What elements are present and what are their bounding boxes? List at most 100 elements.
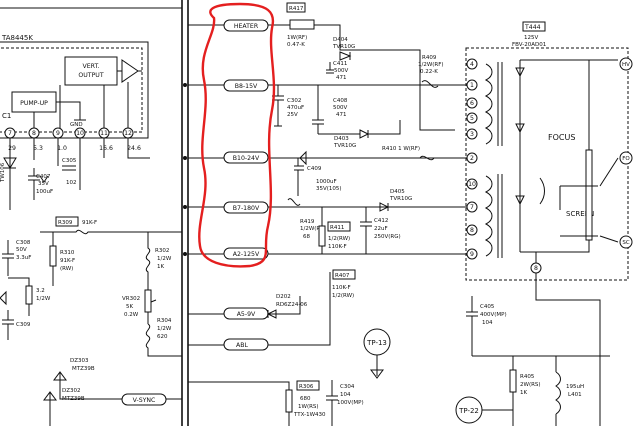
c409-ref: C409 (307, 166, 322, 172)
r405-ref: R405 (520, 374, 535, 380)
r302-val: 1K (157, 264, 164, 270)
flyback-transformer: T444 125V FBV-20AD01 4 1 6 5 3 2 10 7 8 … (465, 21, 633, 301)
pin-volt-5: 24.6 (127, 145, 141, 152)
ic-pin-11-label: 11 (100, 130, 108, 137)
r410-label: R410 1 W(RF) (382, 146, 420, 152)
a2-label: A2-125V (233, 251, 260, 258)
dz303-type: MTZ39B (72, 366, 95, 372)
r310-ref: R310 (60, 250, 75, 256)
b8-label: B8-15V (235, 83, 258, 90)
r419-group: R419 1/2W(RF) 68 (287, 198, 326, 240)
ic-internal-wires (33, 70, 142, 130)
c409-group: C409 1000uF 35V(105) (294, 150, 342, 196)
ic-section: TA8445K VERT. OUTPUT PUMP-UP GND C1 7 8 … (0, 34, 150, 210)
svg-text:2: 2 (470, 155, 474, 162)
ic-pin-9-label: 9 (56, 130, 60, 137)
d403-group: D403 TVR10G (318, 120, 401, 149)
r407-rating: 1/2(RW) (332, 293, 354, 299)
r417-line1: 1W(RF) (287, 35, 307, 41)
tw106-label: TW106 (0, 162, 6, 183)
r302-ref: R302 (155, 248, 169, 254)
c302-group: C302 470uF 25V (272, 85, 304, 127)
lower-left-parts: R309 91K-F C308 50V 3.3uF R310 91K-F (RW… (0, 216, 182, 426)
sc-terminal (619, 235, 633, 249)
c407-diode (39, 175, 49, 183)
lower-right-parts: C405 400V(MP) 104 R405 2W(RS) 1K 195uH L… (455, 296, 610, 426)
d404-ref: D404 (333, 37, 348, 43)
r3xx-body (25, 285, 33, 305)
c408-group: C408 500V 471 (312, 85, 348, 134)
tw106-diode (3, 157, 17, 169)
ic-pin-10-label: 10 (76, 130, 84, 137)
r409-group: R409 1/2W(RF) 0.22-K (418, 55, 444, 88)
d404-type: TVR10G (332, 44, 355, 50)
vert-output-line2: OUTPUT (78, 72, 103, 79)
r409-ref: R409 (422, 55, 437, 61)
r419-rating: 1/2W(RF) (300, 226, 326, 232)
heater-label: HEATER (234, 23, 259, 30)
l401-ref: L401 (568, 392, 582, 398)
c408-volt: 500V (333, 105, 347, 111)
c302-ref: C302 (287, 98, 301, 104)
c412-ref: C412 (374, 218, 388, 224)
t444-ref-box (522, 21, 546, 32)
c308-volt: 50V (16, 247, 27, 253)
r417-body (289, 19, 315, 30)
c405-ref: C405 (480, 304, 495, 310)
r417-group: R417 1W(RF) 0.47-K (286, 2, 455, 131)
c409-volt: 35V(105) (316, 186, 342, 192)
r306-val: 680 (300, 396, 311, 402)
svg-text:3: 3 (470, 131, 474, 138)
r304-rating: 1/2W (157, 326, 172, 332)
r306-ref-box (296, 380, 320, 391)
r411-ref: R411 (330, 225, 344, 231)
pin-volt-3: 1.0 (57, 145, 67, 152)
r302-rating: 1/2W (157, 256, 172, 262)
r410-group: R410 1 W(RF) (382, 146, 435, 161)
c309-ref: C309 (16, 322, 31, 328)
c407-volt: 35V (38, 181, 49, 187)
c407-ref: C407 (36, 174, 51, 180)
c412-volt: 250V(RG) (374, 234, 401, 240)
c411-val: 471 (336, 75, 347, 81)
d404-c411-group: D404 TVR10G C411 500V 471 (326, 37, 355, 81)
svg-text:8: 8 (534, 265, 538, 272)
r417-line2: 0.47-K (287, 42, 305, 48)
c412-group: C412 22uF 250V(RG) (360, 207, 401, 254)
t444-voltage: 125V (524, 35, 538, 41)
c308-ref: C308 (16, 240, 31, 246)
r419-val: 68 (303, 234, 310, 240)
t444-ref: T444 (524, 24, 541, 31)
d202-group: D202 RD6Z24-06 (266, 294, 308, 319)
a5-label: A5-9V (237, 311, 256, 318)
red-annotation-outline (198, 2, 276, 268)
r310-val: 91K-F (60, 258, 75, 264)
r411-rating: 1/2(RW) (328, 236, 350, 242)
vert-output-block (64, 56, 118, 86)
flyback-pins: 4 1 6 5 3 2 10 7 8 9 8 (466, 58, 542, 274)
svg-text:10: 10 (468, 181, 476, 188)
vr302-body (144, 289, 152, 313)
r3xx-val: 3.2 (36, 288, 45, 294)
d403-ref: D403 (334, 136, 349, 142)
c411-volt: 500V (334, 68, 348, 74)
ic1-label: C1 (2, 112, 11, 120)
c304-val: 104 (340, 392, 351, 398)
r411-val: 110K-F (328, 244, 347, 250)
r407-ref-box (332, 269, 356, 280)
r304-ref: R304 (157, 318, 172, 324)
ic-pin-12-label: 12 (124, 130, 132, 137)
r405-val: 1K (520, 390, 527, 396)
c411-ref: C411 (333, 61, 347, 67)
r417-ref-box (286, 2, 306, 13)
ic-pin-voltages: 29 5.3 1.0 16.6 24.6 (8, 145, 141, 152)
lower-middle-parts: TP-13 R306 680 1W(RS) TTX-1W430 C304 104… (188, 328, 391, 426)
d405-group: D405 TVR10G (379, 189, 412, 212)
vert-output-line1: VERT. (82, 63, 99, 70)
c305-val: 102 (66, 180, 77, 186)
fo-terminal (619, 151, 633, 165)
r306-rating: 1W(RS) (298, 404, 319, 410)
c407-cap (28, 168, 40, 200)
l401-val: 195uH (566, 384, 584, 390)
